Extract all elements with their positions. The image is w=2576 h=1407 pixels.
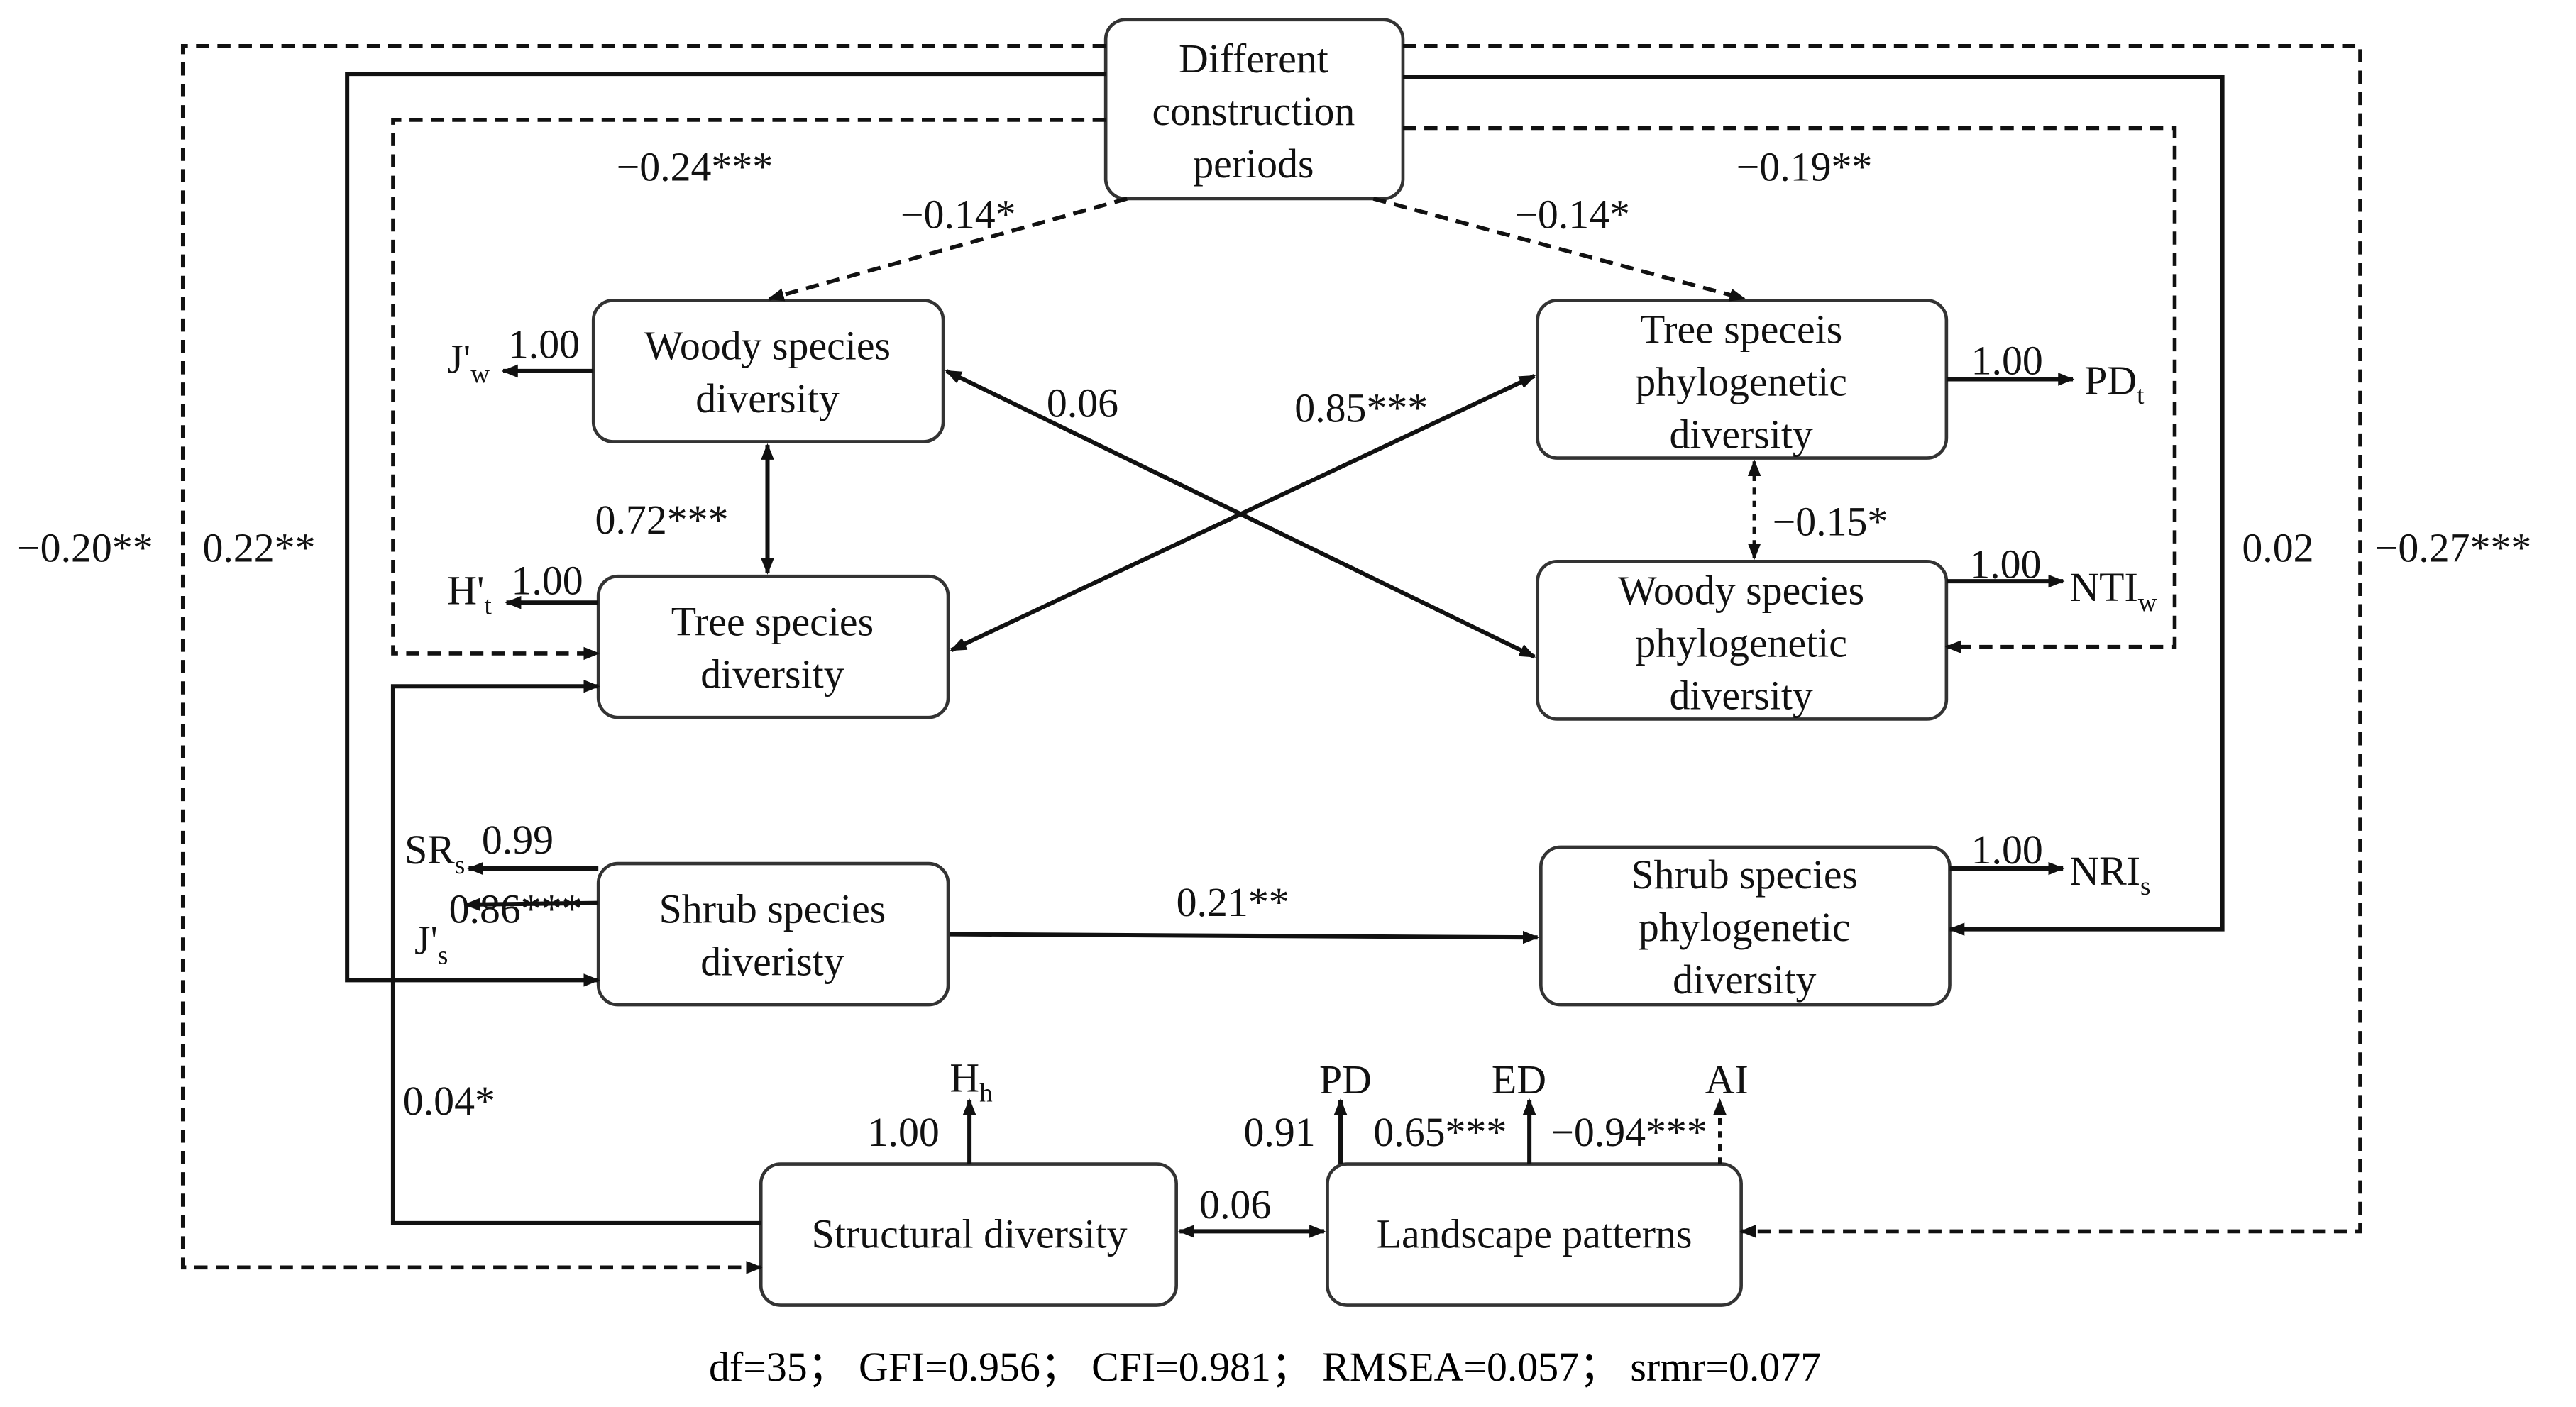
loading-pd: 0.91 [1244, 1109, 1316, 1155]
indicator-ht: H't [447, 568, 492, 621]
indicator-ntiw: NTIw [2069, 564, 2157, 617]
indicator-nris: NRIs [2069, 848, 2150, 901]
coef-structural-landscape: 0.06 [1199, 1181, 1271, 1227]
loading-hh: 1.00 [868, 1109, 940, 1155]
coef-treephylo-woodyphylo: −0.15* [1773, 498, 1888, 544]
loading-ed: 0.65*** [1373, 1109, 1507, 1155]
loading-ai: −0.94*** [1551, 1109, 1707, 1155]
loading-srs: 0.99 [482, 817, 554, 863]
path-solid-right [1402, 75, 2225, 936]
coef-solid-right: 0.02 [2242, 524, 2313, 570]
path-structural-tree [390, 679, 761, 1225]
path-inner-left [391, 118, 1106, 661]
loading-jw: 1.00 [508, 321, 580, 367]
coef-outer-right: −0.27*** [2375, 524, 2532, 570]
coef-woody-tree: 0.72*** [595, 497, 729, 543]
loading-js: 0.86*** [449, 885, 583, 932]
coef-shrub-shrubphylo: 0.21** [1177, 879, 1289, 925]
indicator-ai: AI [1705, 1056, 1749, 1103]
node-structural-diversity: Structural diversity [759, 1162, 1178, 1307]
loading-ntiw: 1.00 [1969, 541, 2041, 587]
coef-inner-left: −0.24*** [617, 144, 774, 190]
path-solid-left [345, 72, 1106, 987]
coef-cp-woody: −0.14* [901, 192, 1016, 238]
indicator-srs: SRs [404, 827, 465, 880]
coef-cp-treephylo: −0.14* [1514, 192, 1630, 238]
coef-tree-treephylo: 0.85*** [1294, 385, 1428, 431]
coef-woody-woodyphylo: 0.06 [1047, 380, 1118, 426]
loading-pdt: 1.00 [1971, 338, 2043, 384]
coef-solid-left: 0.22** [203, 524, 316, 570]
path-cp-woody [767, 197, 1128, 302]
loading-ht: 1.00 [512, 558, 583, 604]
indicator-pdt: PDt [2084, 357, 2145, 410]
loading-nris: 1.00 [1971, 827, 2043, 873]
indicator-js: J's [414, 917, 448, 970]
indicator-hh: Hh [950, 1055, 993, 1108]
node-landscape-patterns: Landscape patterns [1326, 1162, 1743, 1307]
svg-text:Structural diversity: Structural diversity [812, 1211, 1128, 1257]
coef-outer-left: −0.20** [17, 524, 153, 570]
indicator-jw: J'w [447, 336, 490, 389]
path-inner-right [1402, 126, 2177, 653]
path-cp-treephylo [1372, 197, 1746, 302]
arrow-js [463, 898, 599, 911]
model-fit-indices: df=35； GFI=0.956； CFI=0.981； RMSEA=0.057… [709, 1344, 1821, 1390]
path-outer-left [180, 44, 1106, 1274]
indicator-ed: ED [1492, 1056, 1546, 1103]
indicator-pd: PD [1319, 1056, 1372, 1103]
path-outer-right [1402, 44, 2362, 1238]
coef-inner-right: −0.19** [1736, 144, 1873, 190]
path-tree-treephylo [950, 374, 1536, 653]
path-shrub-shrubphylo [950, 930, 1540, 944]
svg-text:Landscape patterns: Landscape patterns [1377, 1211, 1692, 1257]
coef-structural-tree: 0.04* [403, 1078, 495, 1124]
